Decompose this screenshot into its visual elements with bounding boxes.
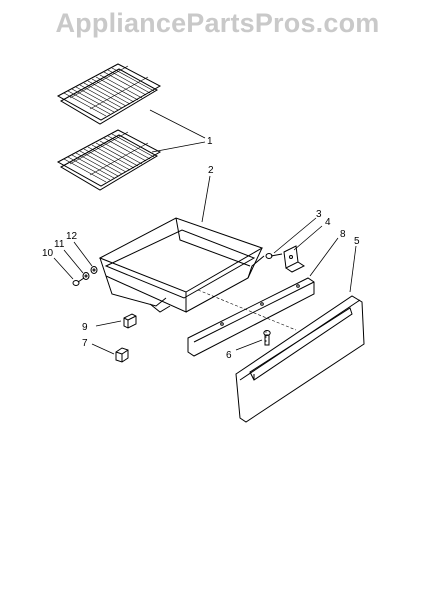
drawer-front-panel-part-5[interactable] bbox=[235, 295, 365, 423]
callout-12: 12 bbox=[66, 231, 78, 242]
washer-part-11[interactable] bbox=[82, 272, 90, 280]
screw-part-6[interactable] bbox=[263, 330, 271, 346]
leader-1a bbox=[149, 109, 206, 139]
screw-part-10[interactable] bbox=[72, 277, 85, 286]
leader-10 bbox=[53, 257, 74, 280]
leader-7 bbox=[91, 343, 115, 355]
leader-1b bbox=[151, 141, 206, 153]
oven-rack-lower[interactable] bbox=[56, 129, 162, 191]
leader-11 bbox=[63, 249, 84, 274]
callout-7: 7 bbox=[82, 338, 88, 349]
callout-6: 6 bbox=[226, 350, 232, 361]
leader-8 bbox=[309, 237, 339, 277]
callout-2: 2 bbox=[208, 165, 214, 176]
callout-10: 10 bbox=[42, 248, 54, 259]
callout-5: 5 bbox=[354, 236, 360, 247]
screw-part-3[interactable] bbox=[265, 253, 283, 259]
leader-6 bbox=[235, 339, 263, 351]
leader-5 bbox=[349, 245, 357, 293]
callout-8: 8 bbox=[340, 229, 346, 240]
leader-2 bbox=[201, 175, 211, 223]
callout-3: 3 bbox=[316, 209, 322, 220]
site-watermark: AppliancePartsPros.com bbox=[55, 8, 380, 38]
bracket-part-4[interactable] bbox=[283, 245, 305, 273]
leader-9 bbox=[95, 320, 122, 327]
callout-4: 4 bbox=[325, 217, 331, 228]
drawer-pan[interactable] bbox=[98, 217, 265, 313]
leader-4 bbox=[293, 225, 323, 251]
oven-rack-upper[interactable] bbox=[56, 63, 162, 125]
rack-wires-upper bbox=[63, 65, 155, 117]
nut-part-7[interactable] bbox=[115, 347, 129, 363]
callout-1: 1 bbox=[207, 136, 213, 147]
callout-9: 9 bbox=[82, 322, 88, 333]
rack-wires-lower bbox=[63, 131, 155, 183]
callout-11: 11 bbox=[54, 239, 65, 250]
washer-part-12[interactable] bbox=[90, 266, 98, 274]
leader-3 bbox=[273, 217, 317, 254]
drawer-rail-part-8[interactable] bbox=[187, 277, 315, 357]
clip-part-9[interactable] bbox=[123, 313, 137, 329]
alignment-lines bbox=[197, 289, 297, 342]
leader-12 bbox=[73, 241, 93, 267]
